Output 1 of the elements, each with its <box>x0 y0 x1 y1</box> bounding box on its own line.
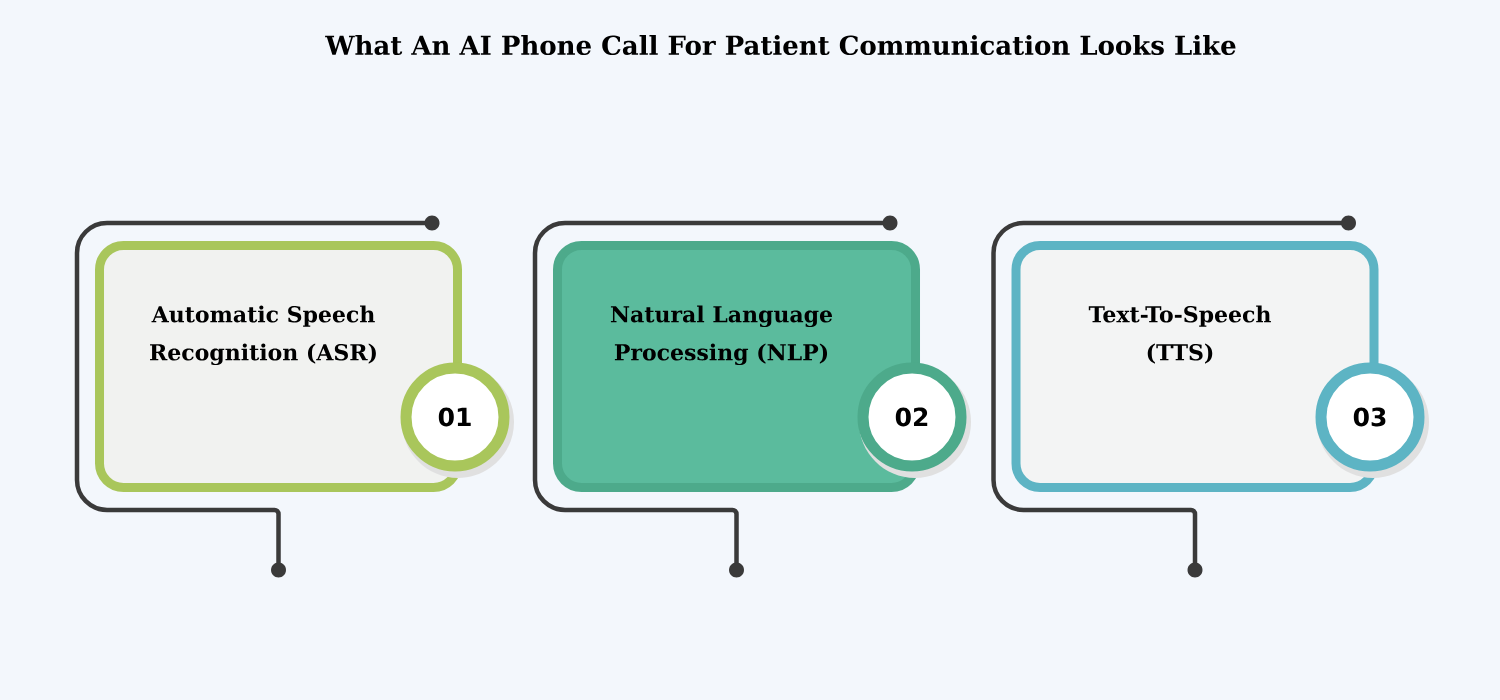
title: What An AI Phone Call For Patient Communication Looks Like <box>325 34 1236 56</box>
